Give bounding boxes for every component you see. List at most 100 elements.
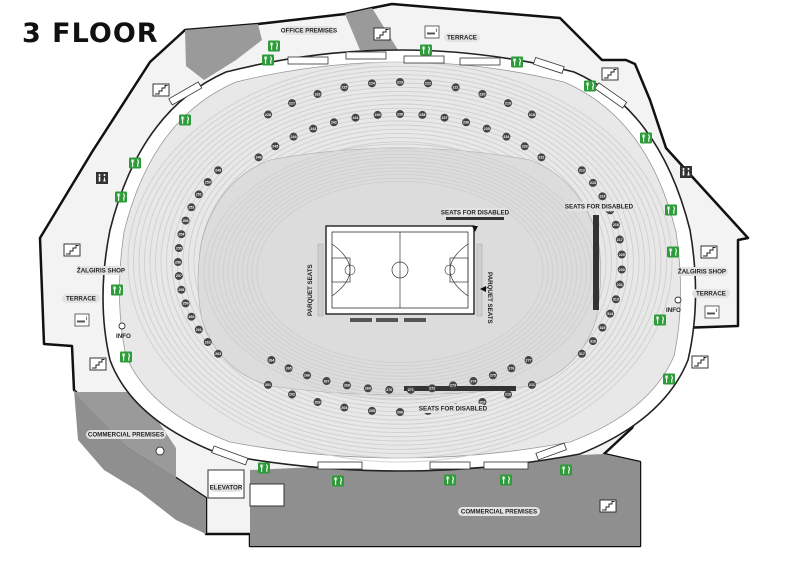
section-marker[interactable] xyxy=(577,166,586,175)
section-marker[interactable] xyxy=(406,385,415,394)
section-marker[interactable] xyxy=(289,132,298,141)
section-marker[interactable] xyxy=(187,203,196,212)
info-left-label: INFO xyxy=(116,333,131,340)
section-marker[interactable] xyxy=(329,118,338,127)
food-icon xyxy=(662,372,676,386)
section-marker[interactable] xyxy=(482,124,491,133)
section-marker[interactable] xyxy=(385,385,394,394)
section-marker[interactable] xyxy=(271,142,280,151)
section-marker[interactable] xyxy=(288,390,297,399)
section-marker[interactable] xyxy=(340,403,349,412)
section-marker[interactable] xyxy=(177,230,186,239)
section-marker[interactable] xyxy=(462,118,471,127)
section-marker[interactable] xyxy=(313,398,322,407)
section-marker[interactable] xyxy=(363,384,372,393)
section-marker[interactable] xyxy=(284,364,293,373)
section-marker[interactable] xyxy=(449,381,458,390)
section-number: 268 xyxy=(344,384,350,388)
terrace-top-label: TERRACE xyxy=(447,35,477,42)
section-marker[interactable] xyxy=(503,99,512,108)
section-marker[interactable] xyxy=(340,83,349,92)
section-marker[interactable] xyxy=(203,178,212,186)
section-marker[interactable] xyxy=(617,265,626,274)
section-marker[interactable] xyxy=(187,312,196,321)
section-marker[interactable] xyxy=(367,79,376,88)
section-marker[interactable] xyxy=(611,295,620,304)
section-marker[interactable] xyxy=(524,356,533,365)
section-number: 238 xyxy=(419,113,425,117)
section-marker[interactable] xyxy=(174,271,183,280)
seat-row xyxy=(213,150,587,394)
section-number: 314 xyxy=(607,312,613,316)
toilet-icon xyxy=(680,166,692,178)
section-marker[interactable] xyxy=(264,380,273,389)
section-marker[interactable] xyxy=(588,337,597,346)
section-marker[interactable] xyxy=(373,110,382,119)
section-marker[interactable] xyxy=(577,349,586,358)
section-marker[interactable] xyxy=(313,89,322,98)
shop-left-pill xyxy=(76,266,126,275)
section-marker[interactable] xyxy=(617,250,626,259)
section-number: 276 xyxy=(508,367,514,371)
section-marker[interactable] xyxy=(418,110,427,119)
section-marker[interactable] xyxy=(488,371,497,380)
section-marker[interactable] xyxy=(396,408,404,416)
terrace-left-label: TERRACE xyxy=(66,296,96,303)
section-marker[interactable] xyxy=(502,132,511,141)
section-marker[interactable] xyxy=(303,371,312,380)
section-marker[interactable] xyxy=(194,190,203,199)
section-marker[interactable] xyxy=(615,280,624,289)
section-number: 212 xyxy=(579,169,585,173)
section-marker[interactable] xyxy=(615,235,624,244)
section-marker[interactable] xyxy=(520,142,529,151)
section-marker[interactable] xyxy=(181,299,190,308)
section-marker[interactable] xyxy=(214,166,223,175)
section-marker[interactable] xyxy=(288,99,297,108)
section-marker[interactable] xyxy=(606,309,615,318)
section-number: 214 xyxy=(599,195,605,199)
seat-row xyxy=(251,177,549,367)
section-marker[interactable] xyxy=(174,244,183,253)
section-marker[interactable] xyxy=(478,89,487,98)
section-marker[interactable] xyxy=(351,113,360,122)
section-number: 264 xyxy=(268,358,274,362)
section-marker[interactable] xyxy=(214,349,223,358)
section-number: 242 xyxy=(331,121,337,125)
section-marker[interactable] xyxy=(264,110,273,119)
section-marker[interactable] xyxy=(396,110,404,118)
section-marker[interactable] xyxy=(588,178,597,187)
info-right-label: INFO xyxy=(666,307,681,314)
section-marker[interactable] xyxy=(424,79,433,88)
section-marker[interactable] xyxy=(396,78,404,86)
section-marker[interactable] xyxy=(527,110,536,119)
section-marker[interactable] xyxy=(527,380,536,389)
section-marker[interactable] xyxy=(181,216,190,225)
section-marker[interactable] xyxy=(537,153,546,162)
section-marker[interactable] xyxy=(503,390,512,399)
inner-seating-rows xyxy=(203,143,597,401)
section-number: 257 xyxy=(176,274,182,278)
food-icon xyxy=(128,156,142,170)
section-marker[interactable] xyxy=(611,220,620,229)
section-marker[interactable] xyxy=(598,323,607,332)
bench-bar-2 xyxy=(376,318,398,322)
section-marker[interactable] xyxy=(254,153,263,162)
section-marker[interactable] xyxy=(367,406,376,415)
section-marker[interactable] xyxy=(174,258,182,266)
section-marker[interactable] xyxy=(451,83,460,92)
section-marker[interactable] xyxy=(469,377,478,386)
section-marker[interactable] xyxy=(428,384,437,393)
section-marker[interactable] xyxy=(177,285,186,294)
section-marker[interactable] xyxy=(309,124,318,133)
commercial-premises-bottom xyxy=(250,454,640,546)
section-marker[interactable] xyxy=(507,364,516,373)
section-marker[interactable] xyxy=(194,325,203,334)
section-marker[interactable] xyxy=(342,381,351,390)
section-marker[interactable] xyxy=(440,113,449,122)
section-marker[interactable] xyxy=(267,356,276,365)
elevator-label: ELEVATOR xyxy=(210,485,243,492)
section-number: 261 xyxy=(196,328,202,332)
section-marker[interactable] xyxy=(322,377,331,386)
section-marker[interactable] xyxy=(203,338,212,346)
section-marker[interactable] xyxy=(598,192,607,201)
